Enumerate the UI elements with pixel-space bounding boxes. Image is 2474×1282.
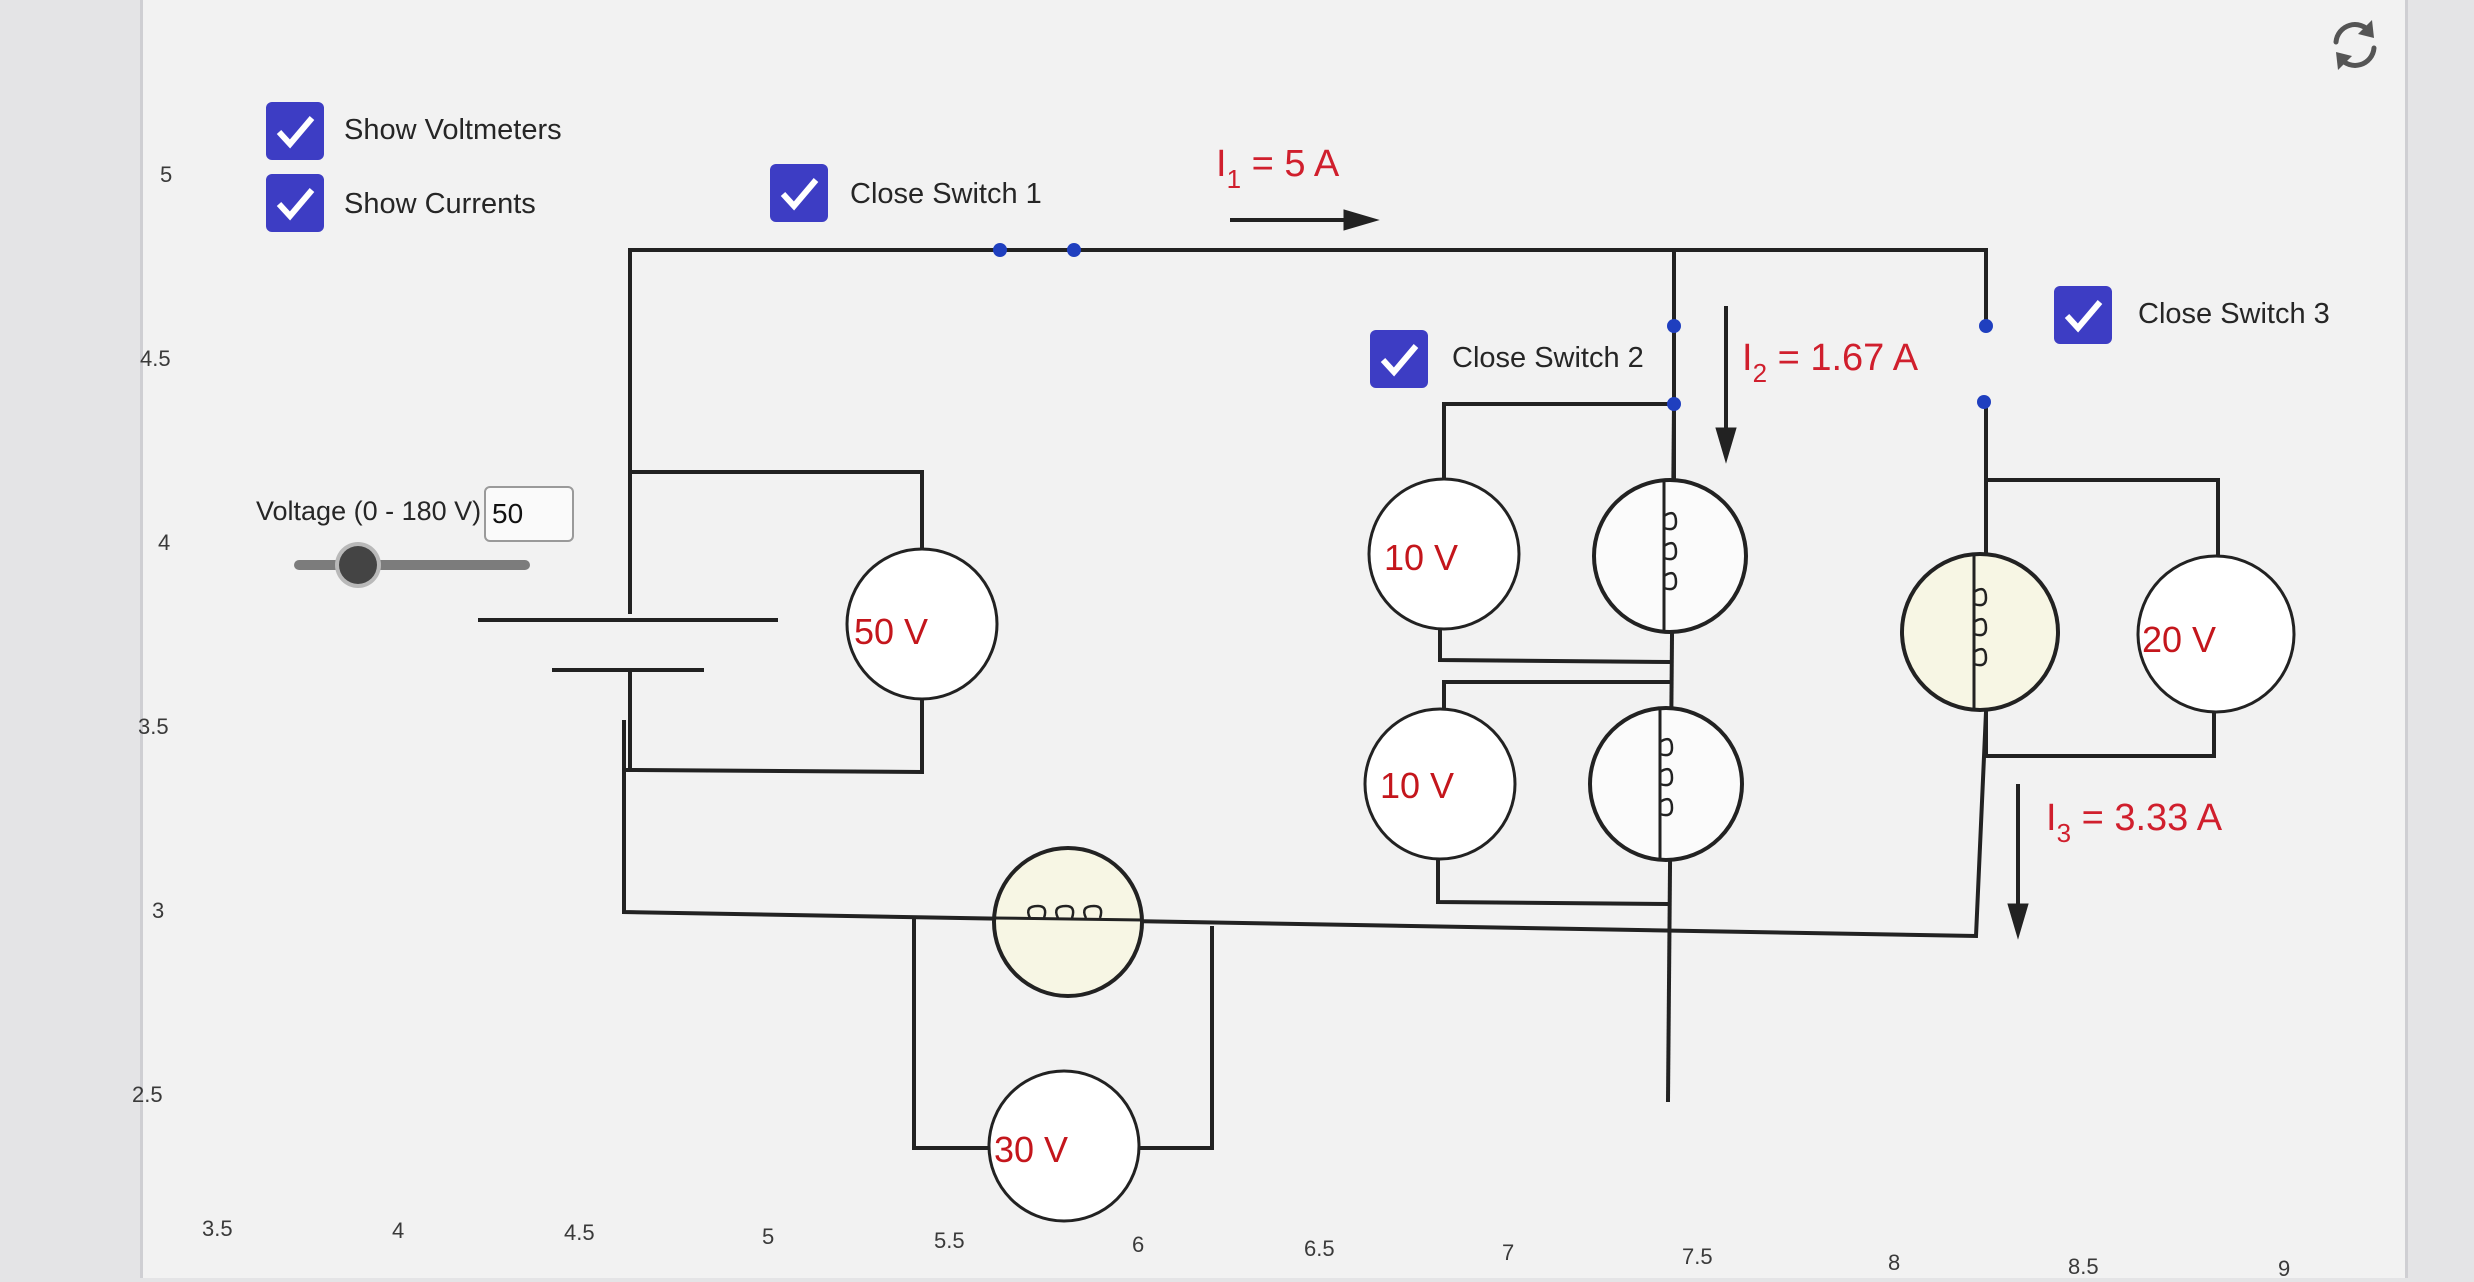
bulb-branch3 — [1900, 552, 2060, 712]
check-icon — [780, 178, 819, 211]
bulb-branch2-top — [1592, 478, 1748, 634]
current-label-i3: I3 = 3.33 A — [2046, 797, 2223, 848]
voltage-input[interactable]: 50 — [484, 486, 574, 542]
close-switch1-label: Close Switch 1 — [850, 178, 1042, 210]
x-tick: 4 — [392, 1218, 405, 1243]
check-icon — [2064, 300, 2103, 333]
voltage-slider-knob[interactable] — [339, 546, 377, 584]
y-tick: 3 — [152, 898, 165, 923]
x-tick: 3.5 — [202, 1216, 233, 1241]
y-tick: 5 — [160, 162, 173, 187]
switch-nodes — [993, 243, 1993, 411]
bulb-branch2-bottom — [1588, 706, 1744, 862]
current-label-i1: I1 = 5 A — [1216, 143, 1340, 194]
current-arrows — [1230, 209, 2029, 940]
voltmeter-branch2-bottom: 10 V — [1363, 707, 1517, 861]
bulb-bottom — [992, 846, 1144, 998]
show-currents-checkbox[interactable] — [266, 174, 324, 232]
current-label-i2: I2 = 1.67 A — [1742, 337, 1919, 388]
voltmeter-branch2-top: 10 V — [1367, 477, 1521, 631]
close-switch2-label: Close Switch 2 — [1452, 342, 1644, 374]
check-icon — [276, 116, 315, 149]
switch1-node[interactable] — [993, 243, 1007, 257]
voltmeter-branch3: 20 V — [2136, 554, 2296, 714]
switch2-node[interactable] — [1667, 397, 1681, 411]
voltmeter-reading: 10 V — [1380, 765, 1454, 806]
voltmeter-source: 50 V — [845, 547, 999, 701]
reset-button[interactable] — [2320, 10, 2390, 80]
x-tick: 5 — [762, 1224, 775, 1249]
voltmeter-reading: 30 V — [994, 1129, 1068, 1170]
x-tick: 8.5 — [2068, 1254, 2099, 1279]
voltage-slider-track[interactable] — [294, 560, 530, 570]
close-switch2-checkbox[interactable] — [1370, 330, 1428, 388]
voltmeter-reading: 10 V — [1384, 537, 1458, 578]
close-switch3-checkbox[interactable] — [2054, 286, 2112, 344]
switch1-node[interactable] — [1067, 243, 1081, 257]
close-switch1-checkbox[interactable] — [770, 164, 828, 222]
x-tick: 8 — [1888, 1250, 1901, 1275]
y-tick: 2.5 — [132, 1082, 163, 1107]
check-icon — [276, 188, 315, 221]
x-tick: 6 — [1132, 1232, 1145, 1257]
show-voltmeters-checkbox[interactable] — [266, 102, 324, 160]
x-tick: 5.5 — [934, 1228, 965, 1253]
x-tick: 9 — [2278, 1256, 2291, 1281]
reset-icon — [2333, 20, 2377, 70]
voltmeter-bottom: 30 V — [987, 1069, 1141, 1223]
x-tick: 6.5 — [1304, 1236, 1335, 1261]
switch2-node[interactable] — [1667, 319, 1681, 333]
y-tick: 4.5 — [140, 346, 171, 371]
switch3-node[interactable] — [1977, 395, 1991, 409]
check-icon — [1380, 344, 1419, 377]
show-currents-label: Show Currents — [344, 188, 536, 220]
show-voltmeters-label: Show Voltmeters — [344, 114, 562, 146]
voltmeter-reading: 50 V — [854, 611, 928, 652]
x-tick: 4.5 — [564, 1220, 595, 1245]
voltage-label: Voltage (0 - 180 V) — [256, 496, 482, 526]
switch3-node[interactable] — [1979, 319, 1993, 333]
y-tick: 3.5 — [138, 714, 169, 739]
x-tick: 7.5 — [1682, 1244, 1713, 1269]
voltmeter-reading: 20 V — [2142, 619, 2216, 660]
x-tick: 7 — [1502, 1240, 1515, 1265]
close-switch3-label: Close Switch 3 — [2138, 298, 2330, 330]
y-tick: 4 — [158, 530, 171, 555]
